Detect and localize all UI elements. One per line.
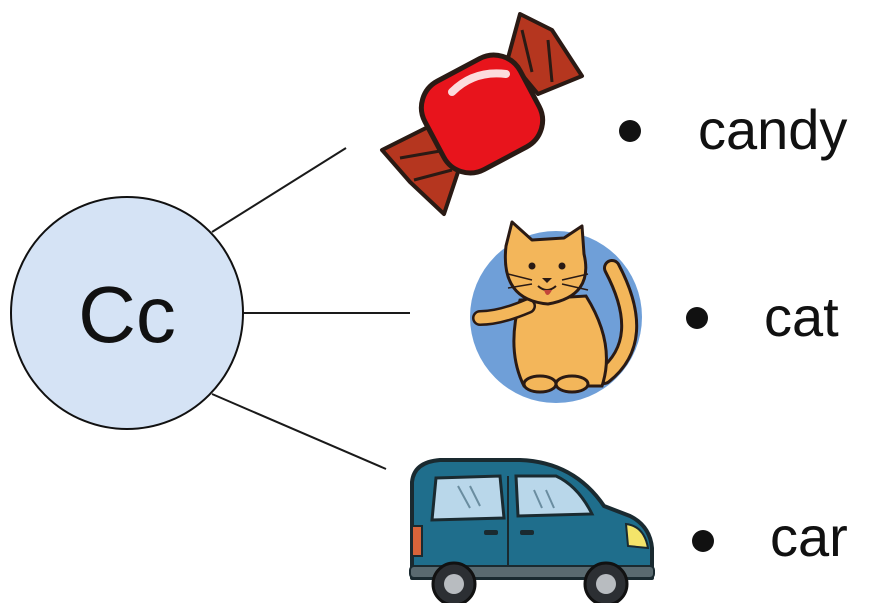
word-item-cat: cat — [686, 285, 839, 348]
bullet-dot — [692, 530, 714, 552]
bullet-dot — [619, 120, 641, 142]
word-candy: candy — [698, 98, 847, 161]
cat-icon — [470, 220, 642, 403]
car-icon — [409, 458, 655, 603]
center-letter: Cc — [78, 270, 176, 359]
word-item-candy: candy — [619, 98, 847, 161]
center-circle — [10, 196, 244, 430]
word-cat: cat — [764, 285, 839, 348]
candy-icon — [380, 12, 584, 216]
connector-candy — [211, 147, 347, 233]
center-node: Cc — [10, 196, 244, 430]
word-car: car — [770, 505, 848, 568]
connector-car — [211, 393, 387, 470]
word-item-car: car — [692, 505, 848, 568]
bullet-dot — [686, 307, 708, 329]
